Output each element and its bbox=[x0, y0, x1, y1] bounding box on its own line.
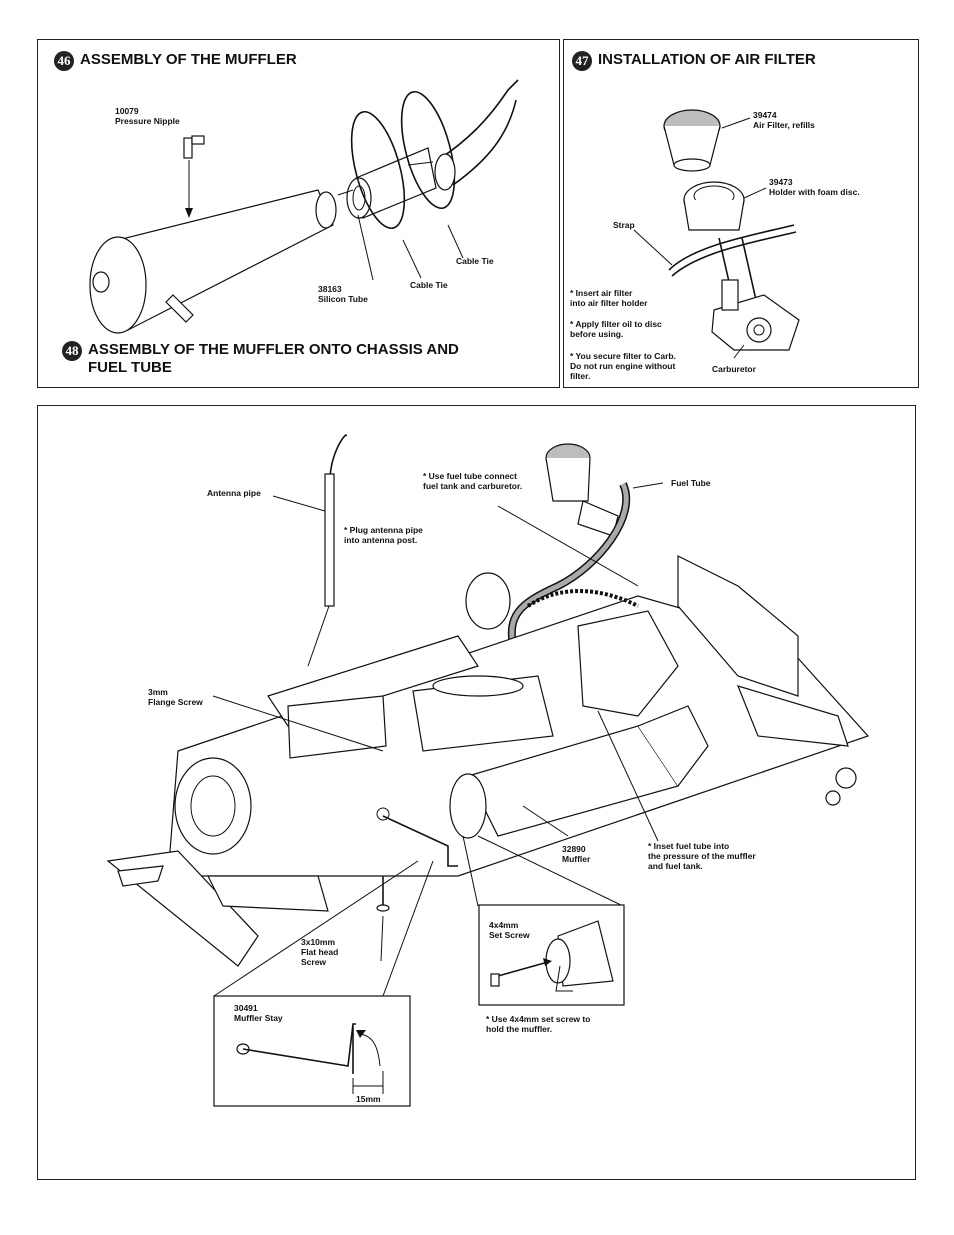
cable-tie-label-2: Cable Tie bbox=[456, 256, 494, 266]
antenna-pipe-label: Antenna pipe bbox=[207, 488, 261, 498]
step-48-heading: ASSEMBLY OF THE MUFFLER ONTO CHASSIS AND… bbox=[88, 341, 459, 376]
cable-tie-label-1: Cable Tie bbox=[410, 280, 448, 290]
step-46-number: 46 bbox=[54, 51, 74, 71]
holder-label: 39473 Holder with foam disc. bbox=[769, 177, 860, 197]
step-47-heading: INSTALLATION OF AIR FILTER bbox=[598, 51, 816, 68]
step-46-title: 46 ASSEMBLY OF THE MUFFLER bbox=[54, 51, 297, 71]
antenna-note: * Plug antenna pipe into antenna post. bbox=[344, 525, 423, 545]
set-screw-note: * Use 4x4mm set screw to hold the muffle… bbox=[486, 1014, 591, 1034]
fuel-tube-label: Fuel Tube bbox=[671, 478, 711, 488]
muffler-label: 32890 Muffler bbox=[562, 844, 591, 864]
step-46-heading: ASSEMBLY OF THE MUFFLER bbox=[80, 51, 297, 68]
strap-label: Strap bbox=[613, 220, 635, 230]
muffler-assembly-panel: 46 ASSEMBLY OF THE MUFFLER 10079 Pressur… bbox=[37, 39, 560, 388]
flat-head-screw-label: 3x10mm Flat head Screw bbox=[301, 937, 339, 967]
chassis-assembly-panel: Antenna pipe * Plug antenna pipe into an… bbox=[37, 405, 916, 1180]
set-screw-label: 4x4mm Set Screw bbox=[489, 920, 530, 940]
air-filter-note-3: * You secure filter to Carb. Do not run … bbox=[570, 351, 676, 381]
carburetor-label: Carburetor bbox=[712, 364, 756, 374]
muffler-exploded-illustration bbox=[89, 79, 519, 334]
air-filter-panel: 47 INSTALLATION OF AIR FILTER 39474 Air … bbox=[563, 39, 919, 388]
air-filter-label: 39474 Air Filter, refills bbox=[753, 110, 815, 130]
step-47-number: 47 bbox=[572, 51, 592, 71]
muffler-stay-label: 30491 Muffler Stay bbox=[234, 1003, 283, 1023]
step-48-title: 48 ASSEMBLY OF THE MUFFLER ONTO CHASSIS … bbox=[62, 341, 482, 377]
chassis-illustration bbox=[106, 434, 870, 1107]
pressure-note: * Inset fuel tube into the pressure of t… bbox=[648, 841, 756, 871]
step-47-title: 47 INSTALLATION OF AIR FILTER bbox=[572, 51, 816, 71]
air-filter-note-2: * Apply filter oil to disc before using. bbox=[570, 319, 662, 339]
dimension-label: 15mm bbox=[356, 1094, 381, 1104]
air-filter-note-1: * Insert air filter into air filter hold… bbox=[570, 288, 648, 308]
flange-screw-label: 3mm Flange Screw bbox=[148, 687, 203, 707]
fuel-note: * Use fuel tube connect fuel tank and ca… bbox=[423, 471, 523, 491]
step-48-number: 48 bbox=[62, 341, 82, 361]
pressure-nipple-label: 10079 Pressure Nipple bbox=[115, 106, 180, 126]
air-filter-illustration bbox=[633, 109, 800, 359]
silicon-tube-label: 38163 Silicon Tube bbox=[318, 284, 368, 304]
